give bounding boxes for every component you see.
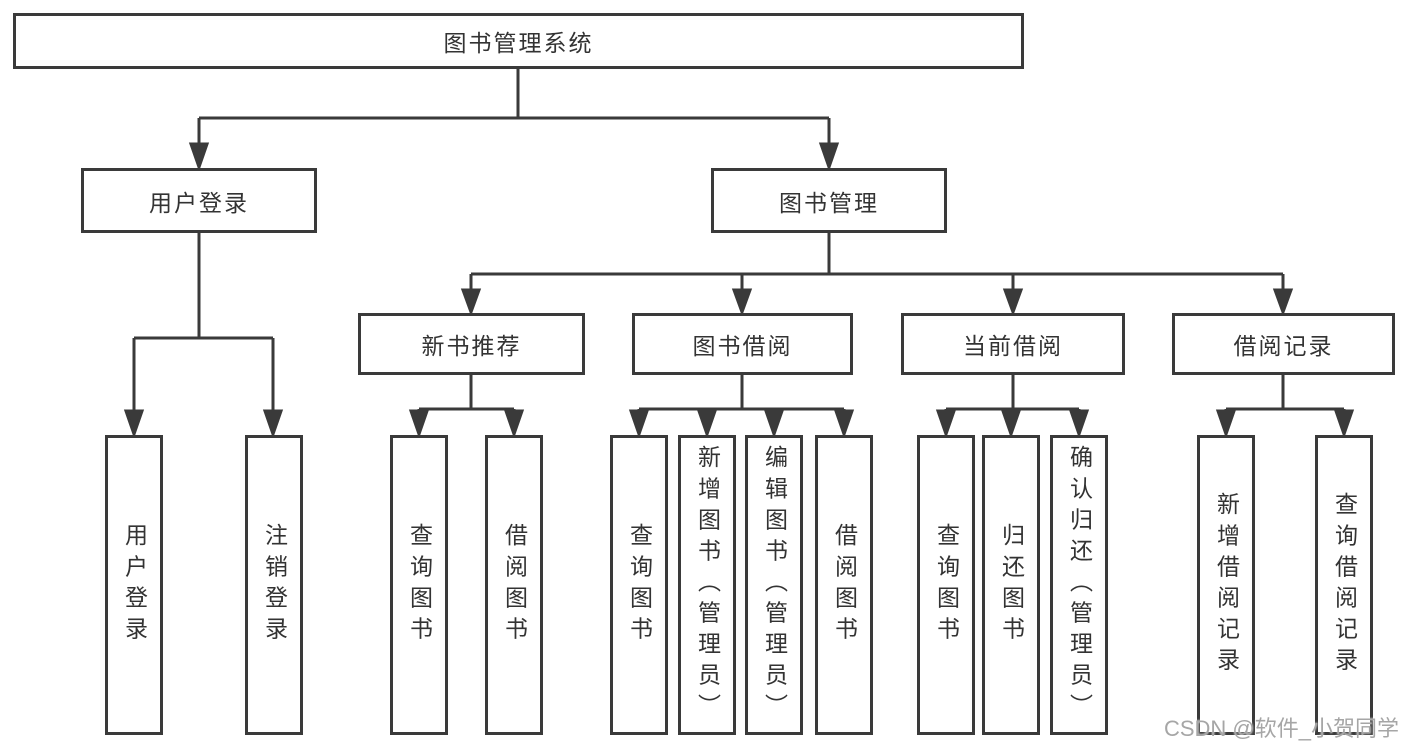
leaf-borrow-books: 借阅图书 xyxy=(815,435,873,735)
leaf-label: 归还图书 xyxy=(998,522,1025,648)
leaf-label: 新增图书（管理员） xyxy=(694,445,721,725)
connector-borrowrecords-to-leaves xyxy=(1215,375,1355,439)
leaf-add-borrow-record: 新增借阅记录 xyxy=(1197,435,1255,735)
leaf-logout: 注销登录 xyxy=(245,435,303,735)
leaf-label: 确认归还（管理员） xyxy=(1066,445,1093,725)
leaf-return-books: 归还图书 xyxy=(982,435,1040,735)
leaf-edit-books-admin: 编辑图书（管理员） xyxy=(745,435,803,735)
node-label: 当前借阅 xyxy=(963,333,1063,359)
connector-userlogin-to-leaves xyxy=(123,233,284,439)
node-book-borrow: 图书借阅 xyxy=(632,313,853,375)
leaf-label: 用户登录 xyxy=(121,522,148,648)
leaf-label: 查询借阅记录 xyxy=(1331,491,1358,679)
node-label: 借阅记录 xyxy=(1233,333,1334,359)
leaf-query-books: 查询图书 xyxy=(390,435,448,735)
leaf-label: 查询图书 xyxy=(626,522,653,648)
node-library-system: 图书管理系统 xyxy=(13,13,1024,69)
node-current-borrow: 当前借阅 xyxy=(901,313,1125,375)
leaf-label: 查询图书 xyxy=(406,522,433,648)
leaf-label: 查询图书 xyxy=(933,522,960,648)
leaf-user-login: 用户登录 xyxy=(105,435,163,735)
leaf-query-books: 查询图书 xyxy=(917,435,975,735)
node-label: 新书推荐 xyxy=(421,333,522,359)
node-label: 图书管理系统 xyxy=(443,30,594,56)
leaf-label: 编辑图书（管理员） xyxy=(761,445,788,725)
leaf-label: 借阅图书 xyxy=(501,522,528,648)
node-book-management: 图书管理 xyxy=(711,168,947,233)
node-label: 图书借阅 xyxy=(692,333,793,359)
node-label: 用户登录 xyxy=(149,189,249,216)
csdn-watermark: CSDN @软件_小贺同学 xyxy=(1163,716,1399,741)
node-user-login: 用户登录 xyxy=(81,168,317,233)
leaf-query-books: 查询图书 xyxy=(610,435,668,735)
leaf-label: 新增借阅记录 xyxy=(1213,491,1240,679)
leaf-add-books-admin: 新增图书（管理员） xyxy=(678,435,736,735)
node-label: 图书管理 xyxy=(779,189,879,216)
connector-bookborrow-to-leaves xyxy=(628,375,855,439)
leaf-borrow-books: 借阅图书 xyxy=(485,435,543,735)
connector-bookmgmt-to-level3 xyxy=(460,233,1294,317)
leaf-query-borrow-record: 查询借阅记录 xyxy=(1315,435,1373,735)
connector-currentborrow-to-leaves xyxy=(935,375,1090,439)
node-new-book-recommend: 新书推荐 xyxy=(358,313,585,375)
leaf-confirm-return-admin: 确认归还（管理员） xyxy=(1050,435,1108,735)
connector-newbooks-to-leaves xyxy=(408,375,525,439)
leaf-label: 注销登录 xyxy=(261,522,288,648)
connector-root-to-level2 xyxy=(188,68,840,172)
node-borrow-records: 借阅记录 xyxy=(1172,313,1395,375)
leaf-label: 借阅图书 xyxy=(831,522,858,648)
